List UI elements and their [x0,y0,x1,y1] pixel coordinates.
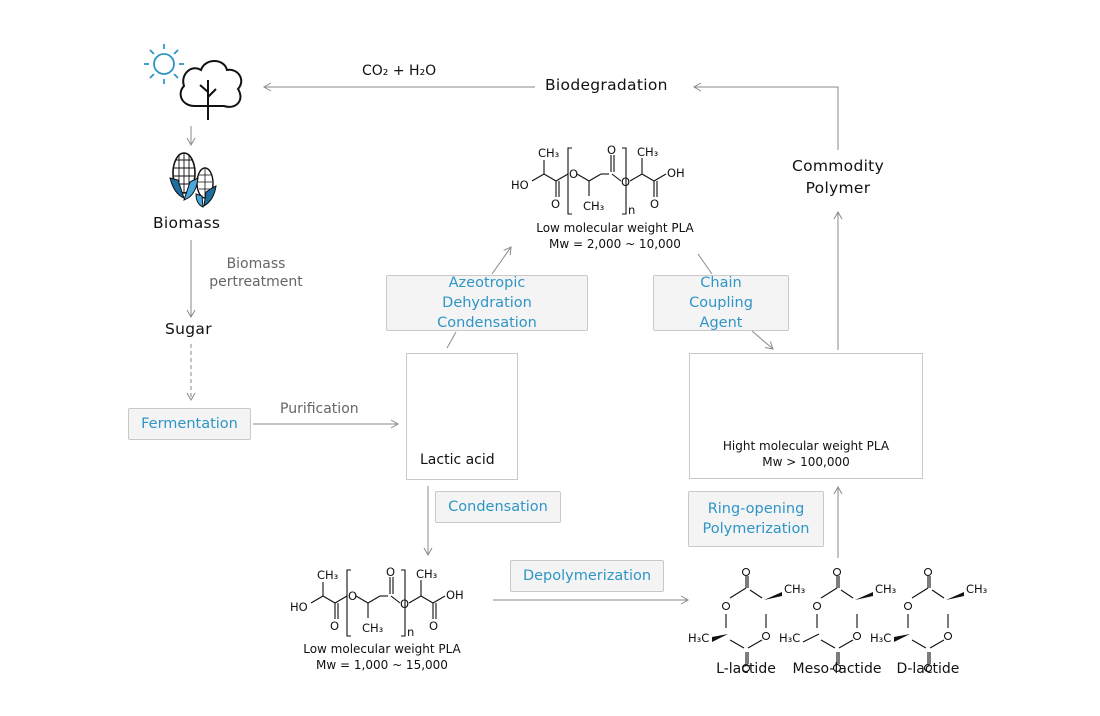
arrow-to-biodegradation [692,82,839,150]
l-lactide-label: L-lactide [716,661,776,677]
svg-text:H₃C: H₃C [779,631,800,645]
svg-text:CH₃: CH₃ [538,146,560,160]
arrow-pla-chain [697,253,713,275]
l-lactide-structure: CH₃ H₃C [688,567,806,673]
pla-top-name: Low molecular weight PLA [536,221,694,235]
pla-top-mw: Mw = 2,000 ~ 10,000 [549,237,681,251]
chain-coupling-box: Chain Coupling Agent [653,275,789,331]
svg-text:O: O [551,197,560,211]
pla-bottom-mw: Mw = 1,000 ~ 15,000 [316,658,448,672]
svg-text:CH₃: CH₃ [784,582,806,596]
pla-structure-bottom: HO CH₃ O O CH₃ O O n CH₃ O OH [290,565,464,639]
co2-h2o-label: CO₂ + H₂O [362,63,437,79]
svg-text:H₃C: H₃C [688,631,709,645]
svg-text:OH: OH [446,588,464,602]
arrow-azeotropic-pla [491,246,512,275]
high-pla-frame [689,353,923,479]
depolymerization-box: Depolymerization [510,560,664,592]
condensation-box: Condensation [435,491,561,523]
svg-text:H₃C: H₃C [870,631,891,645]
sugar-label: Sugar [165,320,212,338]
svg-text:O: O [400,597,409,611]
ring-opening-box: Ring-opening Polymerization [688,491,824,547]
fermentation-box: Fermentation [128,408,251,440]
d-lactide-label: D-lactide [896,661,960,677]
biomass-pretreatment-label: Biomass pertreatment [209,256,303,290]
svg-text:HO: HO [511,178,529,192]
meso-lactide-structure: CH₃ H₃C [779,567,897,673]
arrow-chain-high [751,330,774,350]
pla-bottom-name: Low molecular weight PLA [303,642,461,656]
lactic-acid-frame [406,353,518,480]
azeotropic-box: Azeotropic Dehydration Condensation [386,275,588,331]
svg-text:CH₃: CH₃ [966,582,988,596]
svg-text:CH₃: CH₃ [583,199,605,213]
d-lactide-structure: CH₃ H₃C [870,567,988,673]
biomass-label: Biomass [153,214,221,232]
svg-text:n: n [628,203,635,217]
corn-icon [169,152,217,208]
meso-lactide-label: Meso-lactide [792,661,882,677]
commodity-polymer-label: Commodity Polymer [791,157,885,197]
svg-text:CH₃: CH₃ [637,145,659,159]
svg-text:CH₃: CH₃ [362,621,384,635]
pla-high-mw: Mw > 100,000 [762,455,850,469]
svg-text:O: O [569,167,578,181]
sun-icon [144,44,184,84]
svg-text:O: O [429,619,438,633]
svg-text:OH: OH [667,166,685,180]
svg-text:O: O [650,197,659,211]
svg-text:CH₃: CH₃ [317,568,339,582]
svg-text:CH₃: CH₃ [875,582,897,596]
svg-text:O: O [607,143,616,157]
svg-text:HO: HO [290,600,308,614]
pla-structure-top: HO CH₃ O O CH₃ O O n CH₃ O OH [511,143,685,217]
svg-text:O: O [621,175,630,189]
purification-label: Purification [280,401,359,417]
tree-icon [179,60,243,120]
svg-text:O: O [330,619,339,633]
svg-text:O: O [348,589,357,603]
biodegradation-label: Biodegradation [545,76,668,94]
svg-text:n: n [407,625,414,639]
svg-text:O: O [386,565,395,579]
lactic-acid-label: Lactic acid [420,452,495,468]
pla-high-name: Hight molecular weight PLA [722,439,890,453]
svg-text:CH₃: CH₃ [416,567,438,581]
arrow-lactic-azeotropic [446,331,457,349]
